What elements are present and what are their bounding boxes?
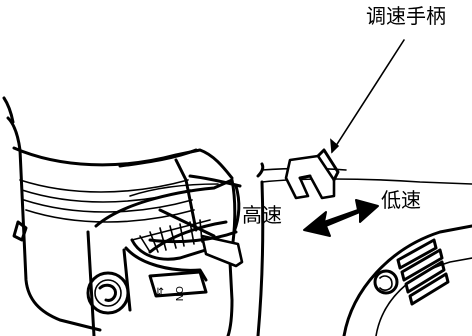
- low-speed-label: 低速: [381, 188, 421, 212]
- label-leader-line: [331, 39, 405, 153]
- speed-handle-label: 调速手柄: [366, 4, 446, 28]
- on-mark: ON: [173, 286, 184, 301]
- tool-body: [2, 96, 234, 332]
- lock-knob: [86, 271, 130, 315]
- speed-handle[interactable]: [284, 148, 340, 200]
- speed-direction-arrow: [303, 199, 379, 237]
- switch-slide: ⇆ ON: [122, 246, 208, 312]
- spindle-fan: [130, 219, 214, 261]
- tool-nose: [342, 224, 472, 336]
- clamp-band: [148, 174, 242, 244]
- speed-lever[interactable]: [158, 208, 244, 268]
- off-mark: ⇆: [153, 287, 166, 296]
- leader-arrowhead: [330, 138, 340, 154]
- high-speed-label: 高速: [242, 203, 282, 227]
